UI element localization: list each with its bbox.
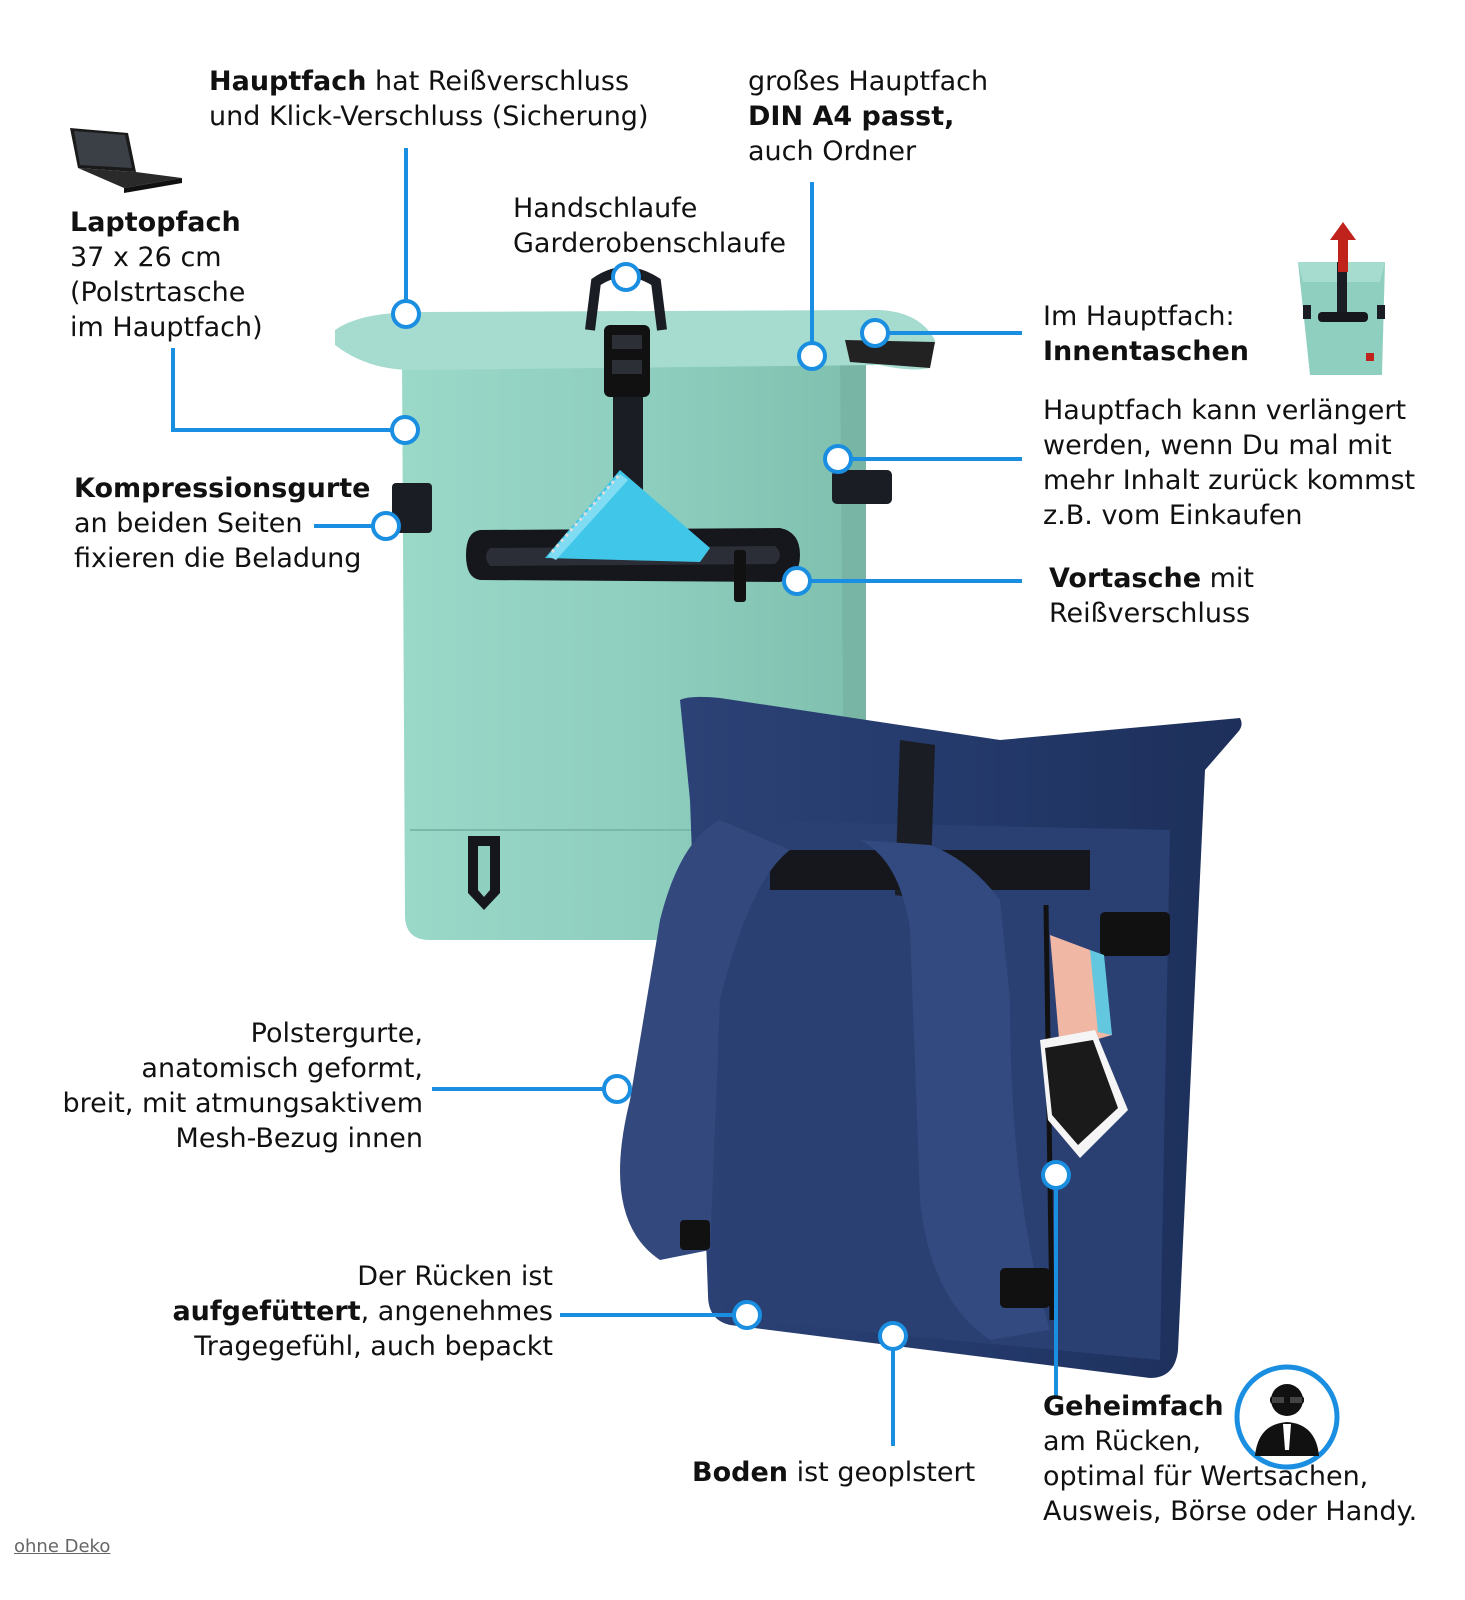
label-hauptfach: Hauptfach hat Reißverschluss und Klick-V… [209, 66, 649, 132]
label-geheimfach: Geheimfach am Rücken, optimal für Wertsa… [1043, 1391, 1418, 1527]
callout-marker-vortasche [782, 566, 812, 596]
label-polstergurte: Polstergurte, anatomisch geformt, breit,… [62, 1018, 423, 1154]
label-ruecken: Der Rücken ist aufgefüttert, angenehmes … [172, 1261, 553, 1362]
callout-marker-grosses-hauptfach [797, 341, 827, 371]
arrow-up-icon [1330, 222, 1356, 272]
callout-marker-handschlaufe [611, 262, 641, 292]
footer-link-ohne-deko[interactable]: ohne Deko [14, 1536, 111, 1557]
callout-lines [171, 148, 1071, 1446]
label-grosses-hauptfach: großes Hauptfach DIN A4 passt, auch Ordn… [748, 66, 989, 167]
navy-backpack [620, 696, 1242, 1378]
callout-marker-polstergurte [602, 1074, 632, 1104]
callout-marker-kompressionsgurte [371, 511, 401, 541]
phone-in-secret-pocket [1040, 1030, 1128, 1158]
label-hauptfach-verlaengert: Hauptfach kann verlängert werden, wenn D… [1043, 395, 1416, 531]
callout-marker-hauptfach-verlaengert [823, 444, 853, 474]
card-in-secret-pocket [1050, 935, 1112, 1050]
label-vortasche: Vortasche mit Reißverschluss [1049, 563, 1255, 629]
callout-marker-hauptfach [391, 299, 421, 329]
notebook-in-pocket [545, 470, 710, 562]
callout-marker-innentaschen [860, 318, 890, 348]
secret-agent-icon [1234, 1364, 1340, 1470]
callout-marker-geheimfach [1041, 1160, 1071, 1190]
callout-marker-laptopfach [390, 415, 420, 445]
label-boden: Boden ist geoplstert [692, 1457, 976, 1488]
backpack-thumbnail [1298, 262, 1385, 375]
callout-line-laptopfach [171, 348, 405, 432]
label-handschlaufe: Handschlaufe Garderobenschlaufe [513, 193, 787, 259]
callout-marker-boden [878, 1321, 908, 1351]
label-kompressionsgurte: Kompressionsgurte an beiden Seiten fixie… [74, 473, 371, 574]
label-laptopfach: Laptopfach 37 x 26 cm (Polstrtasche im H… [70, 207, 263, 343]
callout-marker-ruecken [732, 1300, 762, 1330]
label-innentaschen: Im Hauptfach: Innentaschen [1043, 301, 1249, 367]
laptop-icon [70, 128, 182, 193]
